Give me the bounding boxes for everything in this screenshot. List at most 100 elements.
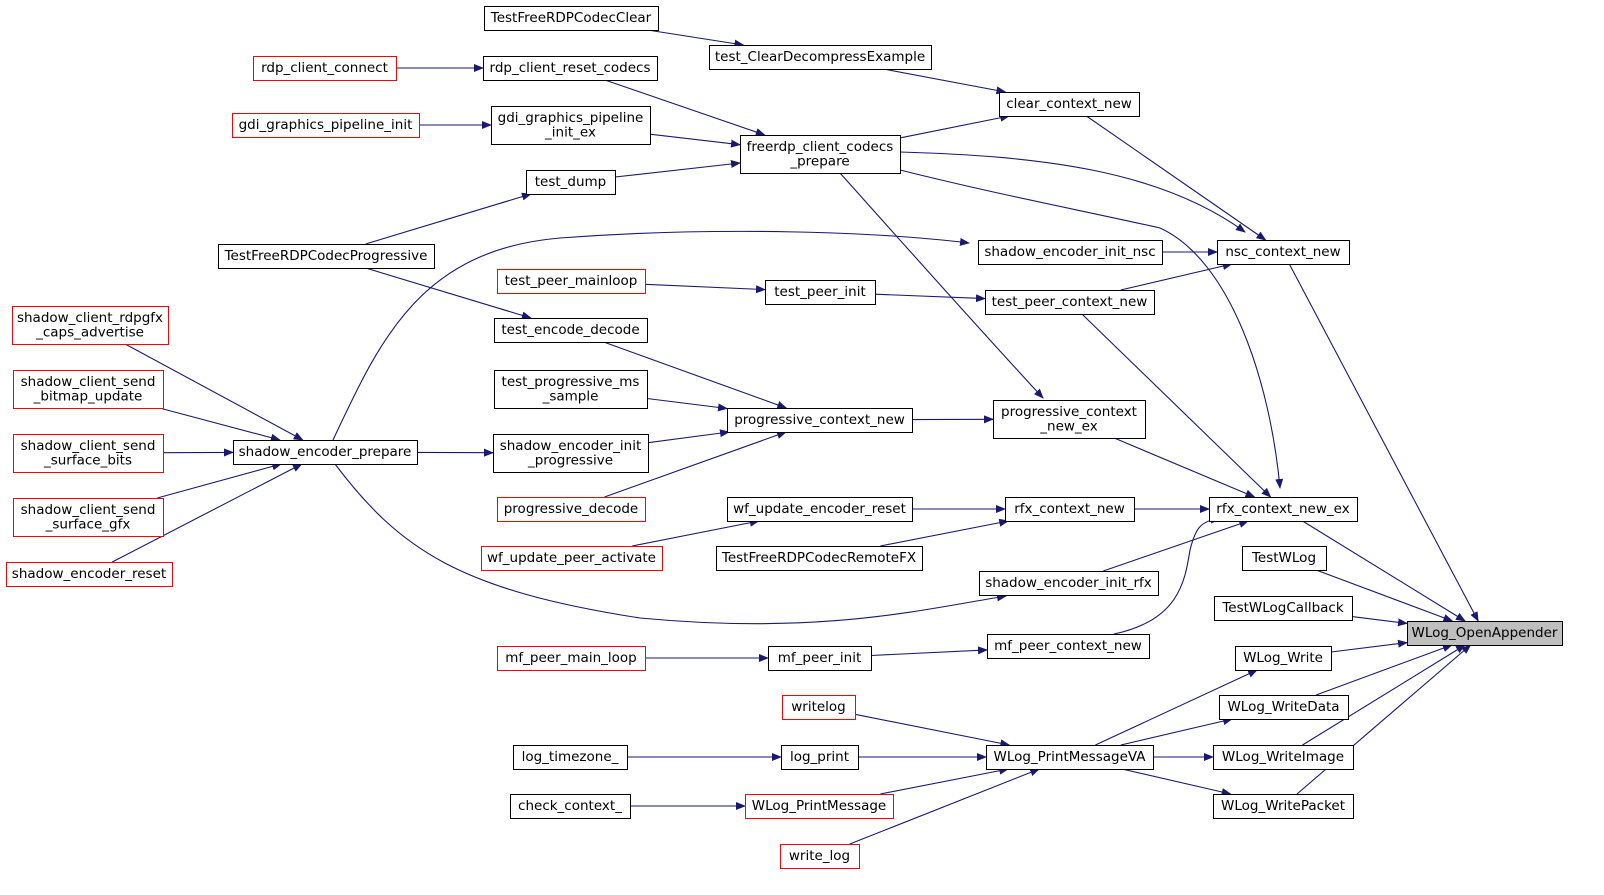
node-progressive-context-new[interactable]: progressive_context_new bbox=[727, 408, 913, 433]
node-clear-context-new[interactable]: clear_context_new bbox=[999, 92, 1140, 117]
node-write-log[interactable]: write_log bbox=[780, 844, 860, 869]
nodes-layer: TestFreeRDPCodecClear test_ClearDecompres… bbox=[6, 6, 1563, 869]
node-label: TestWLogCallback bbox=[1221, 600, 1344, 616]
node-testwlogcallback[interactable]: TestWLogCallback bbox=[1214, 596, 1353, 621]
node-shadow-client-rdpgfx-caps-advertise[interactable]: shadow_client_rdpgfx_caps_advertise bbox=[12, 306, 169, 345]
node-label: TestWLog bbox=[1251, 550, 1316, 566]
node-check-context-[interactable]: check_context_ bbox=[510, 794, 631, 819]
node-wlog-openappender[interactable]: WLog_OpenAppender bbox=[1407, 621, 1563, 646]
node-shadow-client-send-surface-gfx[interactable]: shadow_client_send_surface_gfx bbox=[13, 498, 164, 537]
node-label: gdi_graphics_pipeline_init bbox=[239, 117, 413, 133]
node-wlog-printmessage[interactable]: WLog_PrintMessage bbox=[745, 794, 894, 819]
node-wlog-writepacket[interactable]: WLog_WritePacket bbox=[1213, 794, 1354, 819]
node-shadow-client-send-bitmap-update[interactable]: shadow_client_send_bitmap_update bbox=[13, 370, 164, 409]
node-test-peer-context-new[interactable]: test_peer_context_new bbox=[985, 290, 1155, 315]
node-mf-peer-init[interactable]: mf_peer_init bbox=[768, 646, 872, 671]
node-wf-update-encoder-reset[interactable]: wf_update_encoder_reset bbox=[727, 497, 913, 522]
node-box bbox=[993, 400, 1146, 439]
edge-n29-to-n36 bbox=[1302, 520, 1466, 622]
node-test-peer-init[interactable]: test_peer_init bbox=[765, 280, 876, 305]
node-label: _bitmap_update bbox=[33, 388, 143, 404]
node-mf-peer-context-new[interactable]: mf_peer_context_new bbox=[987, 634, 1150, 659]
node-writelog[interactable]: writelog bbox=[782, 695, 856, 720]
edge-n15-to-n29 bbox=[1081, 313, 1272, 498]
node-test-encode-decode[interactable]: test_encode_decode bbox=[494, 318, 648, 343]
node-wlog-writeimage[interactable]: WLog_WriteImage bbox=[1213, 745, 1354, 770]
node-label: progressive_decode bbox=[504, 501, 639, 517]
node-box bbox=[740, 135, 901, 174]
node-label: shadow_encoder_init bbox=[500, 438, 642, 454]
edge-n39-to-n37 bbox=[870, 646, 988, 657]
edge-n2-to-n5 bbox=[883, 68, 1007, 95]
node-label: log_print bbox=[790, 749, 849, 765]
node-box bbox=[1213, 794, 1354, 819]
node-nsc-context-new[interactable]: nsc_context_new bbox=[1217, 240, 1350, 265]
node-rfx-context-new[interactable]: rfx_context_new bbox=[1005, 497, 1135, 522]
node-test-progressive-ms-sample[interactable]: test_progressive_ms_sample bbox=[494, 370, 648, 409]
node-testfreerdpcodecclear[interactable]: TestFreeRDPCodecClear bbox=[484, 6, 659, 31]
node-log-timezone-[interactable]: log_timezone_ bbox=[513, 745, 628, 770]
node-freerdp-client-codecs-prepare[interactable]: freerdp_client_codecs_prepare bbox=[740, 135, 901, 174]
node-testfreerdpcodecremotefx[interactable]: TestFreeRDPCodecRemoteFX bbox=[716, 546, 923, 571]
edge-n45-to-n40 bbox=[1095, 669, 1259, 746]
edge-n14-to-n15 bbox=[874, 293, 986, 303]
node-box bbox=[999, 92, 1140, 117]
node-label: _init_ex bbox=[544, 124, 596, 140]
node-label: _surface_bits bbox=[43, 452, 132, 468]
node-test-peer-mainloop[interactable]: test_peer_mainloop bbox=[497, 269, 646, 294]
edge-n23-to-n34 bbox=[334, 463, 1007, 625]
node-box bbox=[1217, 240, 1350, 265]
node-log-print[interactable]: log_print bbox=[781, 745, 859, 770]
node-label: progressive_context bbox=[1001, 404, 1137, 420]
node-box bbox=[484, 6, 659, 31]
node-test-dump[interactable]: test_dump bbox=[526, 170, 616, 195]
node-shadow-encoder-init-nsc[interactable]: shadow_encoder_init_nsc bbox=[978, 240, 1163, 265]
node-wlog-writedata[interactable]: WLog_WriteData bbox=[1219, 695, 1349, 720]
node-box bbox=[233, 440, 418, 465]
node-label: WLog_WriteData bbox=[1227, 699, 1339, 715]
node-box bbox=[1213, 745, 1354, 770]
edge-n9-to-n8 bbox=[614, 160, 741, 178]
node-test-cleardecompressexample[interactable]: test_ClearDecompressExample bbox=[709, 45, 932, 70]
node-wlog-write[interactable]: WLog_Write bbox=[1235, 646, 1332, 671]
node-box bbox=[716, 546, 923, 571]
node-box bbox=[709, 45, 932, 70]
node-label: TestFreeRDPCodecClear bbox=[490, 10, 652, 26]
node-progressive-context-new-ex[interactable]: progressive_context_new_ex bbox=[993, 400, 1146, 439]
node-wlog-printmessageva[interactable]: WLog_PrintMessageVA bbox=[986, 745, 1154, 770]
node-box bbox=[497, 269, 646, 294]
node-box bbox=[745, 794, 894, 819]
edge-n8-to-n20 bbox=[839, 172, 1044, 399]
node-label: TestFreeRDPCodecProgressive bbox=[224, 248, 428, 264]
node-box bbox=[494, 318, 648, 343]
node-gdi-graphics-pipeline-init[interactable]: gdi_graphics_pipeline_init bbox=[232, 113, 420, 138]
node-shadow-client-send-surface-bits[interactable]: shadow_client_send_surface_bits bbox=[13, 434, 164, 473]
edge-n13-to-n14 bbox=[644, 283, 766, 294]
node-mf-peer-main-loop[interactable]: mf_peer_main_loop bbox=[497, 646, 646, 671]
node-shadow-encoder-init-progressive[interactable]: shadow_encoder_init_progressive bbox=[493, 434, 649, 473]
edge-n40-to-n36 bbox=[1330, 639, 1408, 653]
node-testwlog[interactable]: TestWLog bbox=[1242, 546, 1327, 571]
node-box bbox=[253, 56, 397, 81]
node-label: test_encode_decode bbox=[501, 322, 639, 338]
edge-n32-to-n28 bbox=[880, 518, 1010, 547]
node-progressive-decode[interactable]: progressive_decode bbox=[497, 497, 646, 522]
node-label: shadow_client_send bbox=[21, 502, 156, 518]
node-label: wf_update_encoder_reset bbox=[733, 501, 906, 517]
node-rfx-context-new-ex[interactable]: rfx_context_new_ex bbox=[1209, 497, 1358, 522]
edge-n23-to-n10 bbox=[332, 230, 970, 441]
node-box bbox=[494, 370, 648, 409]
node-rdp-client-reset-codecs[interactable]: rdp_client_reset_codecs bbox=[483, 56, 658, 81]
node-wf-update-peer-activate[interactable]: wf_update_peer_activate bbox=[481, 546, 663, 571]
node-box bbox=[526, 170, 616, 195]
node-box bbox=[13, 370, 164, 409]
node-testfreerdpcodecprogressive[interactable]: TestFreeRDPCodecProgressive bbox=[218, 244, 435, 269]
node-label: _progressive bbox=[527, 452, 613, 468]
node-gdi-graphics-pipeline-init-ex[interactable]: gdi_graphics_pipeline_init_ex bbox=[491, 106, 651, 145]
node-rdp-client-connect[interactable]: rdp_client_connect bbox=[253, 56, 397, 81]
node-shadow-encoder-reset[interactable]: shadow_encoder_reset bbox=[6, 562, 173, 587]
node-shadow-encoder-init-rfx[interactable]: shadow_encoder_init_rfx bbox=[979, 571, 1159, 596]
node-shadow-encoder-prepare[interactable]: shadow_encoder_prepare bbox=[233, 440, 418, 465]
node-label: TestFreeRDPCodecRemoteFX bbox=[721, 550, 916, 566]
node-label: test_peer_mainloop bbox=[505, 273, 638, 289]
